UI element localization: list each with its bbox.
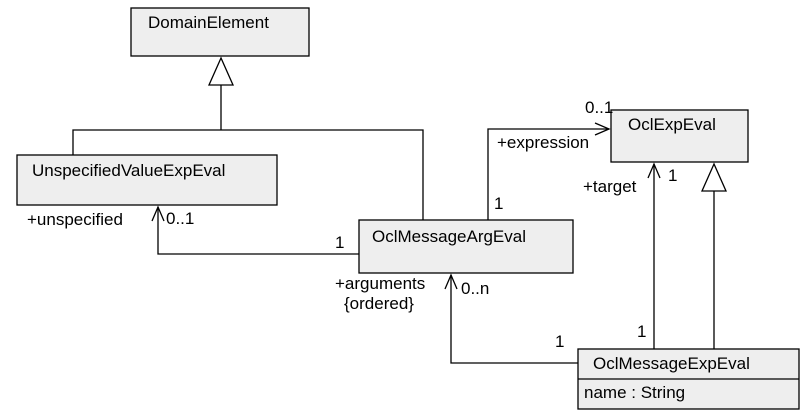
class-attribute: name : String [584,383,685,402]
constraint-label: {ordered} [344,294,414,313]
class-name: DomainElement [148,13,269,32]
class-name: UnspecifiedValueExpEval [32,161,225,180]
multiplicity-label: 1 [637,322,646,341]
class-ocl-message-arg-eval[interactable]: OclMessageArgEval [358,219,574,274]
multiplicity-label: 1 [494,194,503,213]
navigation-arrowhead [151,205,165,222]
multiplicity-label: 1 [555,332,564,351]
association-target: +target 1 1 [583,162,677,349]
association-line [450,275,578,364]
association-line [157,207,359,255]
class-ocl-exp-eval[interactable]: OclExpEval [610,109,749,163]
role-label: +unspecified [27,210,123,229]
association-expression: +expression 0..1 1 [487,98,613,220]
generalization-to-domain-element [72,56,424,220]
multiplicity-label: 0..1 [166,209,194,228]
multiplicity-label: 0..n [461,279,489,298]
role-label: +arguments [335,274,425,293]
navigation-arrowhead [647,162,661,179]
inheritance-line [72,129,424,220]
association-arguments: +arguments {ordered} 0..n 1 [335,273,578,364]
role-label: +target [583,177,637,196]
navigation-arrowhead [594,122,611,136]
multiplicity-label: 1 [668,166,677,185]
class-ocl-message-exp-eval[interactable]: OclMessageExpEval name : String [577,348,800,410]
association-unspecified: +unspecified 0..1 1 [27,205,359,255]
multiplicity-label: 1 [335,233,344,252]
class-domain-element[interactable]: DomainElement [130,7,310,57]
class-name: OclMessageArgEval [372,227,526,246]
multiplicity-label: 0..1 [585,98,613,117]
class-name: OclExpEval [628,115,716,134]
navigation-arrowhead [444,273,458,290]
class-name: OclMessageExpEval [593,354,750,373]
inheritance-arrowhead [700,162,728,192]
inheritance-arrowhead [207,56,235,86]
generalization-to-ocl-exp-eval [700,162,728,349]
class-unspecified-value-exp-eval[interactable]: UnspecifiedValueExpEval [16,154,278,206]
association-line [487,128,609,220]
role-label: +expression [497,133,589,152]
